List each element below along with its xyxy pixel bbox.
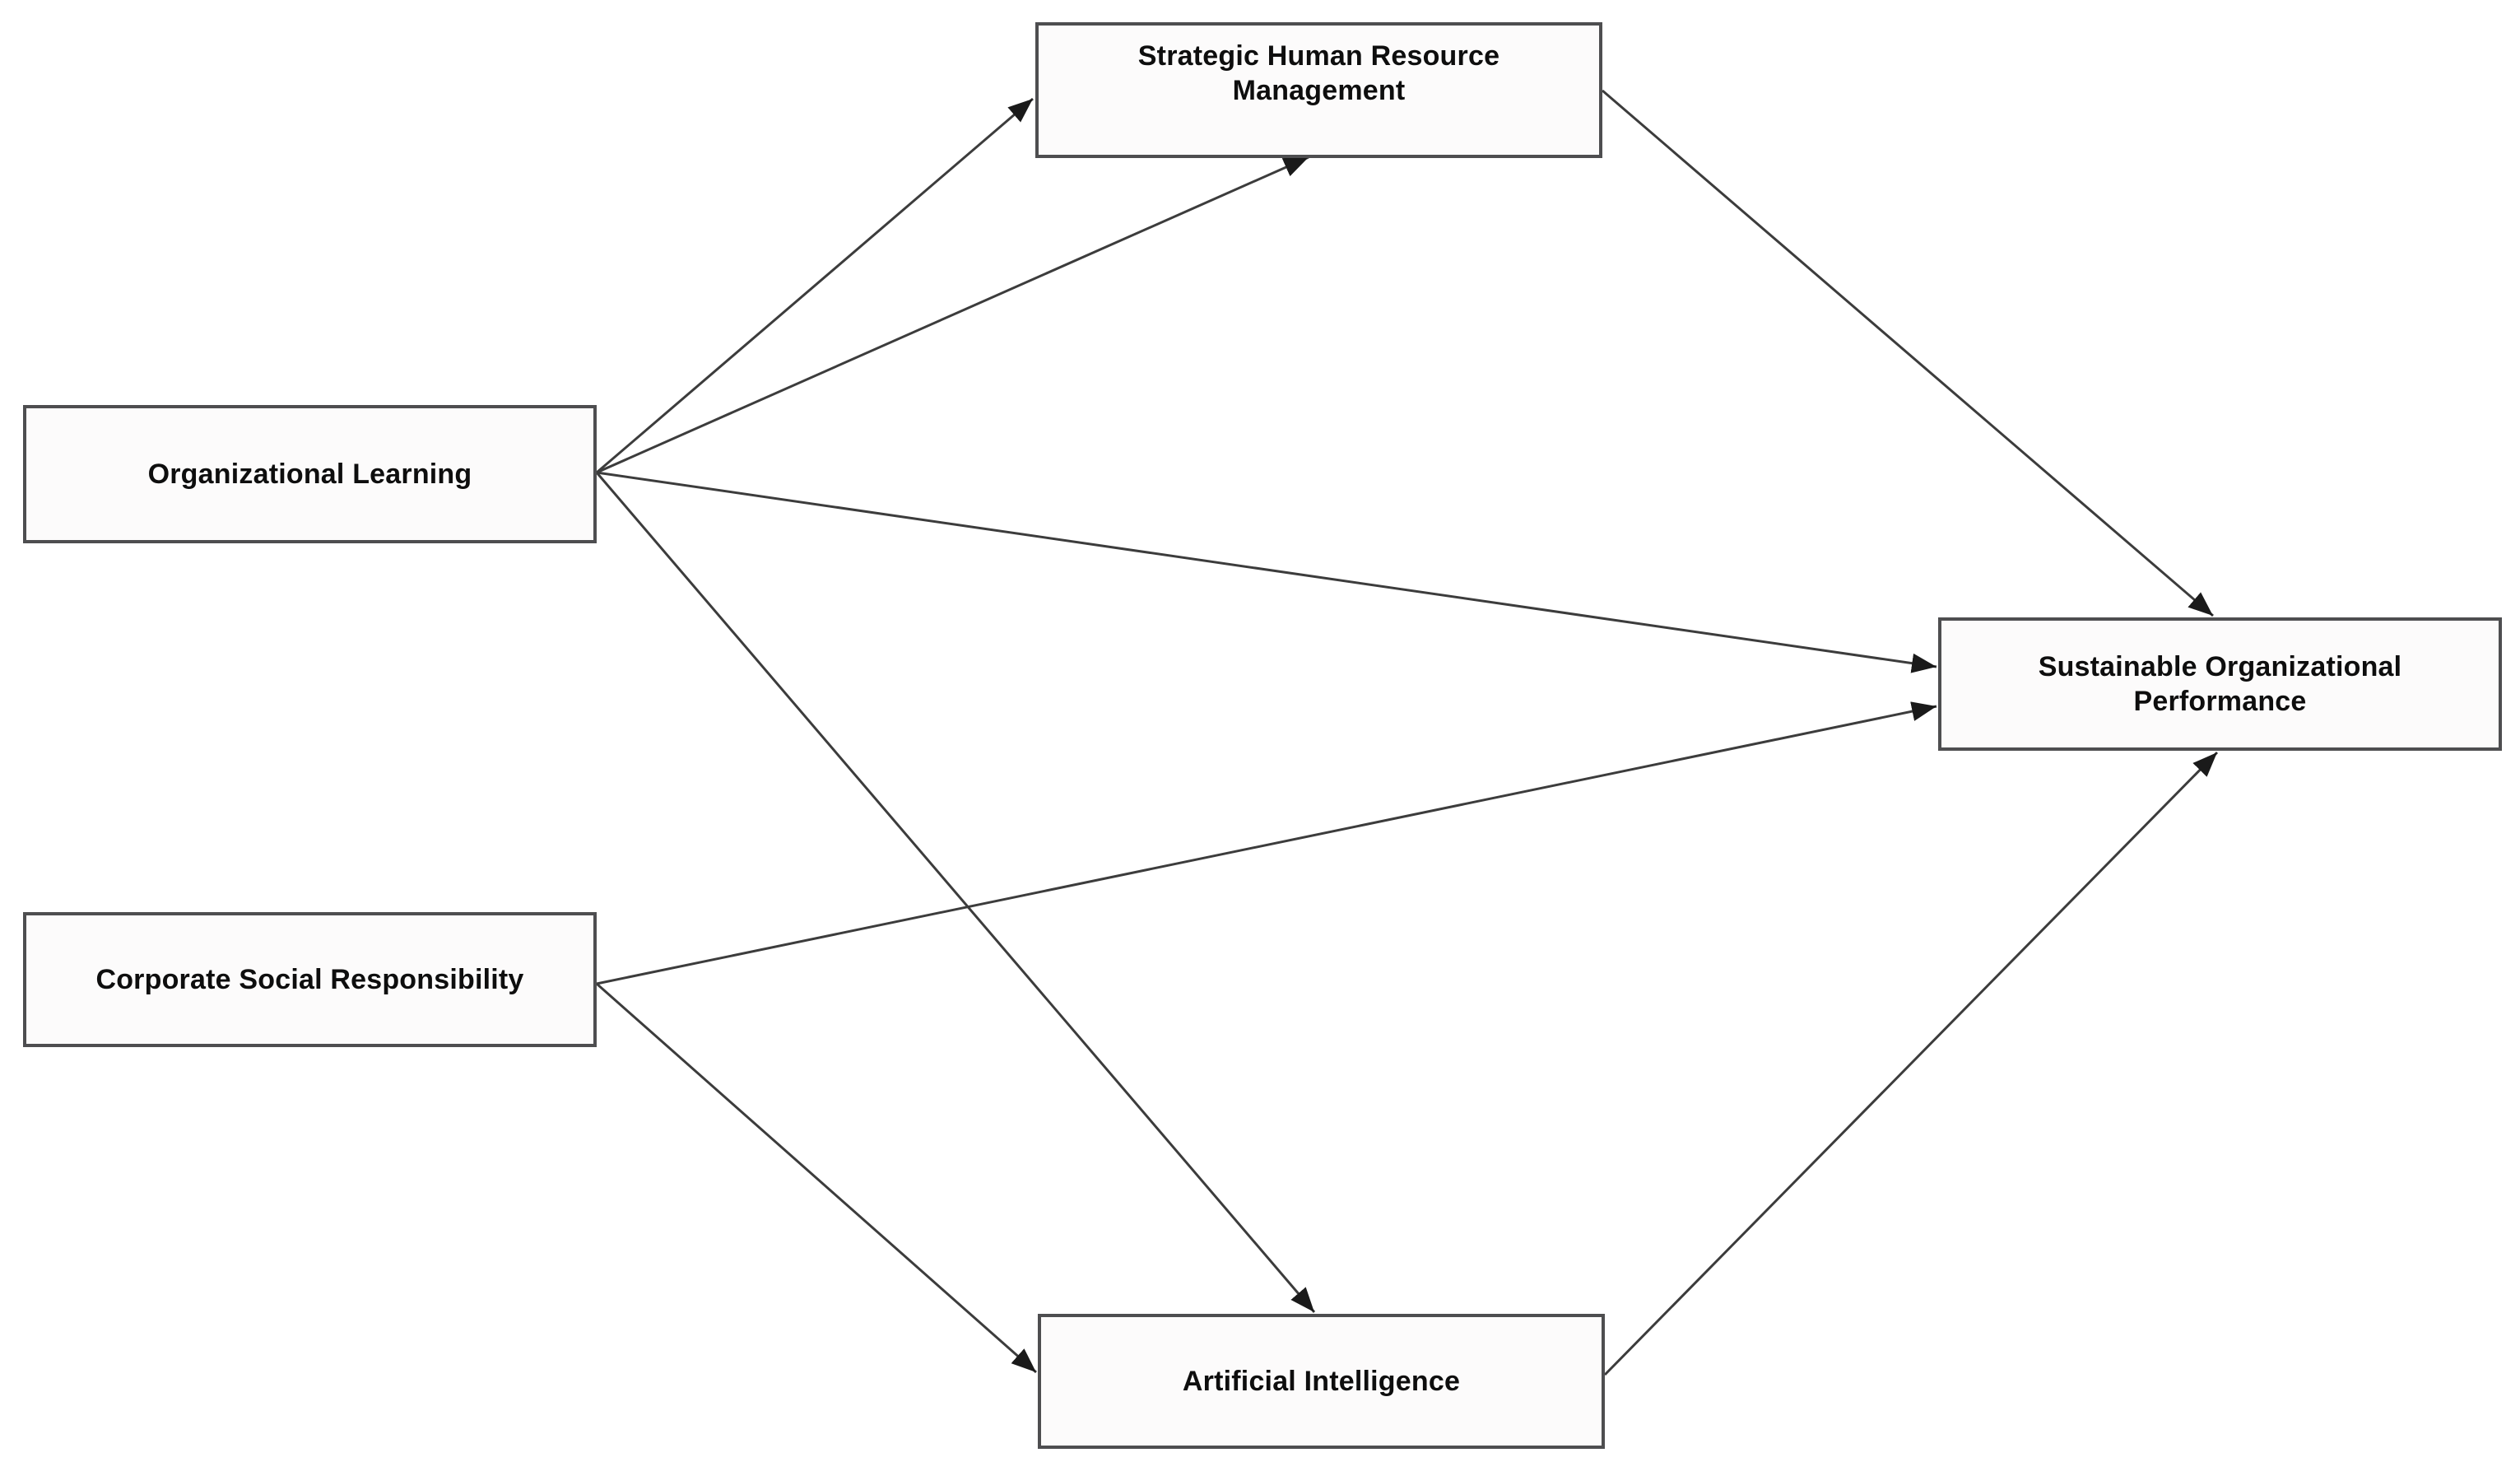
node-sustainable-organizational-performance: Sustainable Organizational Performance	[1938, 617, 2502, 751]
node-label: Organizational Learning	[147, 459, 472, 490]
edge-organizational-learning--strategic-human-resource-management	[596, 97, 1034, 474]
node-label: Sustainable Organizational Performance	[2038, 651, 2402, 717]
edge-corporate-social-responsibility--sustainable-organizational-performance	[596, 701, 1937, 985]
node-artificial-intelligence: Artificial Intelligence	[1038, 1314, 1605, 1449]
node-label: Corporate Social Responsibility	[95, 964, 524, 995]
edge-strategic-human-resource-management--sustainable-organizational-performance	[1602, 89, 2214, 617]
node-organizational-learning: Organizational Learning	[23, 405, 597, 543]
edge-organizational-learning--strategic-human-resource-management	[596, 156, 1309, 474]
edge-organizational-learning--artificial-intelligence	[595, 472, 1316, 1313]
node-strategic-human-resource-management: Strategic Human Resource Management	[1035, 22, 1602, 158]
node-label: Strategic Human Resource Management	[1137, 40, 1500, 106]
edge-artificial-intelligence--sustainable-organizational-performance	[1603, 751, 2219, 1376]
edge-corporate-social-responsibility--artificial-intelligence	[596, 982, 1037, 1374]
node-corporate-social-responsibility: Corporate Social Responsibility	[23, 912, 597, 1047]
node-label: Artificial Intelligence	[1182, 1366, 1461, 1397]
edge-organizational-learning--sustainable-organizational-performance	[596, 471, 1937, 673]
